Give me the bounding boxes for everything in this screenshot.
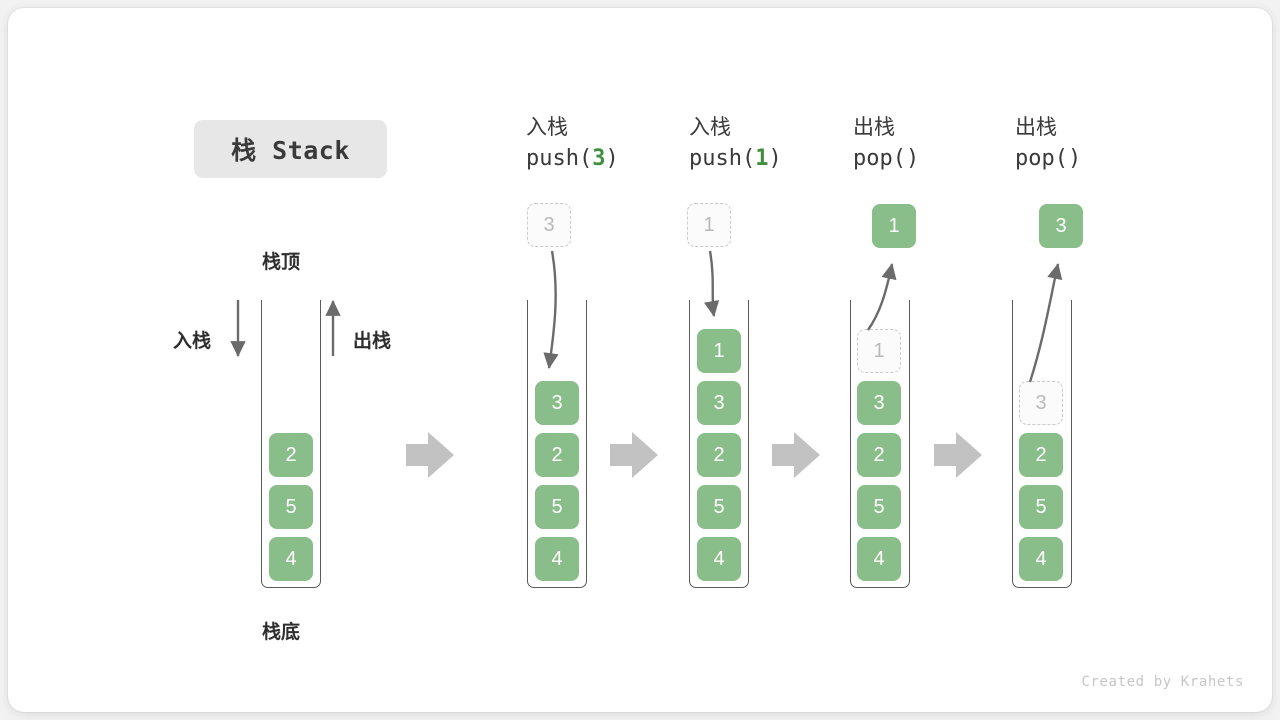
- stack-cell: 5: [535, 485, 579, 529]
- stack-cell: 1: [697, 329, 741, 373]
- stack-cell: 3: [535, 381, 579, 425]
- column-header-code: push(3): [526, 146, 619, 171]
- column-header-cn: 入栈: [689, 116, 731, 139]
- column-header-code: push(1): [689, 146, 782, 171]
- stack-cell: 4: [697, 537, 741, 581]
- pop-side-label: 出栈: [353, 331, 392, 352]
- stack-cell: 2: [1019, 433, 1063, 477]
- stack-cell: 5: [857, 485, 901, 529]
- page-title: 栈 Stack: [231, 136, 350, 165]
- stack-container-push-1: [689, 300, 749, 588]
- push-side-label: 入栈: [173, 331, 212, 352]
- stack-cell: 5: [697, 485, 741, 529]
- column-header-push-3: 入栈 push(3): [526, 113, 686, 175]
- column-header-cn: 入栈: [526, 116, 568, 139]
- stack-cell: 4: [535, 537, 579, 581]
- column-header-pop-1: 出栈 pop(): [853, 113, 1013, 175]
- column-header-cn: 出栈: [853, 116, 895, 139]
- stack-cell: 2: [857, 433, 901, 477]
- stack-cell: 3: [697, 381, 741, 425]
- stack-cell: 4: [1019, 537, 1063, 581]
- stack-cell: 2: [535, 433, 579, 477]
- flow-arrow: [610, 432, 658, 478]
- column-header-cn: 出栈: [1015, 116, 1057, 139]
- stack-bottom-label: 栈底: [262, 622, 301, 643]
- push-arg: 1: [755, 146, 769, 171]
- incoming-value-box: 1: [687, 203, 731, 247]
- stack-cell: 4: [857, 537, 901, 581]
- popped-ghost-cell: 3: [1019, 381, 1063, 425]
- stack-container-initial: [261, 300, 321, 588]
- flow-arrow: [934, 432, 982, 478]
- column-header-pop-3: 出栈 pop(): [1015, 113, 1175, 175]
- flow-arrow: [406, 432, 454, 478]
- stack-cell: 4: [269, 537, 313, 581]
- column-header-push-1: 入栈 push(1): [689, 113, 849, 175]
- stack-cell: 2: [697, 433, 741, 477]
- outgoing-value-box: 3: [1039, 204, 1083, 248]
- diagram-title-badge: 栈 Stack: [194, 120, 387, 178]
- outgoing-value-box: 1: [872, 204, 916, 248]
- stack-container-pop-3: [1012, 300, 1072, 588]
- column-header-code: pop(): [1015, 146, 1082, 171]
- stack-container-push-3: [527, 300, 587, 588]
- popped-ghost-cell: 1: [857, 329, 901, 373]
- stack-cell: 5: [269, 485, 313, 529]
- stack-cell: 5: [1019, 485, 1063, 529]
- diagram-card: 栈 Stack 入栈 push(3) 入栈 push(1) 出栈 pop() 出…: [8, 8, 1272, 712]
- incoming-value-box: 3: [527, 203, 571, 247]
- stack-top-label: 栈顶: [262, 252, 301, 273]
- push-arg: 3: [592, 146, 606, 171]
- stack-cell: 2: [269, 433, 313, 477]
- credit-text: Created by Krahets: [1081, 674, 1244, 690]
- flow-arrow: [772, 432, 820, 478]
- stack-container-pop-1: [850, 300, 910, 588]
- stack-cell: 3: [857, 381, 901, 425]
- column-header-code: pop(): [853, 146, 920, 171]
